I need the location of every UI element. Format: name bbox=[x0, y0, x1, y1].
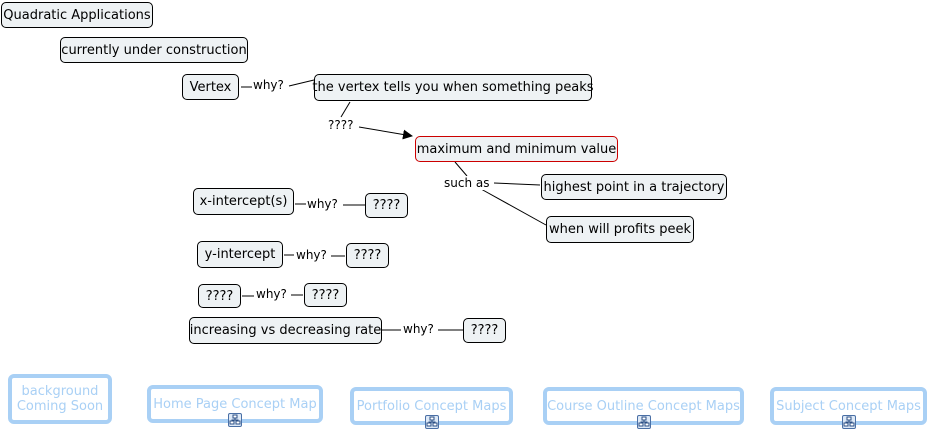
course-outline-label: Course Outline Concept Maps bbox=[547, 398, 740, 414]
max-min-node[interactable]: maximum and minimum value bbox=[415, 136, 618, 162]
link-label-why: why? bbox=[295, 248, 328, 262]
rate-answer-node[interactable]: ???? bbox=[463, 318, 506, 343]
concept-map-icon[interactable] bbox=[228, 413, 242, 427]
concept-map-icon[interactable] bbox=[637, 415, 651, 429]
link-label-such-as: such as bbox=[443, 176, 491, 190]
unknown-answer-node[interactable]: ???? bbox=[304, 283, 347, 307]
link-label-why: why? bbox=[402, 322, 435, 336]
vertex-description-node[interactable]: the vertex tells you when something peak… bbox=[312, 74, 594, 101]
status-node[interactable]: currently under construction bbox=[60, 37, 248, 63]
x-intercept-node[interactable]: x-intercept(s) bbox=[193, 188, 294, 215]
rate-node[interactable]: increasing vs decreasing rate bbox=[189, 317, 382, 344]
home-page-label: Home Page Concept Map bbox=[153, 396, 317, 412]
background-label: background Coming Soon bbox=[16, 384, 104, 414]
y-intercept-node[interactable]: y-intercept bbox=[197, 241, 283, 268]
concept-map-icon[interactable] bbox=[842, 415, 856, 429]
link-label-why: why? bbox=[255, 287, 288, 301]
concept-map-icon[interactable] bbox=[425, 415, 439, 429]
link-label-question: ???? bbox=[327, 118, 355, 132]
x-intercept-answer-node[interactable]: ???? bbox=[365, 193, 408, 218]
link-label-why: why? bbox=[306, 197, 339, 211]
link-label-why: why? bbox=[252, 78, 285, 92]
y-intercept-answer-node[interactable]: ???? bbox=[346, 243, 389, 268]
highest-point-node[interactable]: highest point in a trajectory bbox=[541, 174, 727, 200]
subject-label: Subject Concept Maps bbox=[776, 398, 921, 414]
title-node[interactable]: Quadratic Applications bbox=[1, 2, 153, 28]
portfolio-label: Portfolio Concept Maps bbox=[356, 398, 507, 414]
profits-node[interactable]: when will profits peek bbox=[546, 216, 694, 243]
unknown-concept-node[interactable]: ???? bbox=[198, 284, 241, 308]
background-coming-soon-button[interactable]: background Coming Soon bbox=[8, 374, 112, 424]
vertex-node[interactable]: Vertex bbox=[182, 74, 239, 100]
